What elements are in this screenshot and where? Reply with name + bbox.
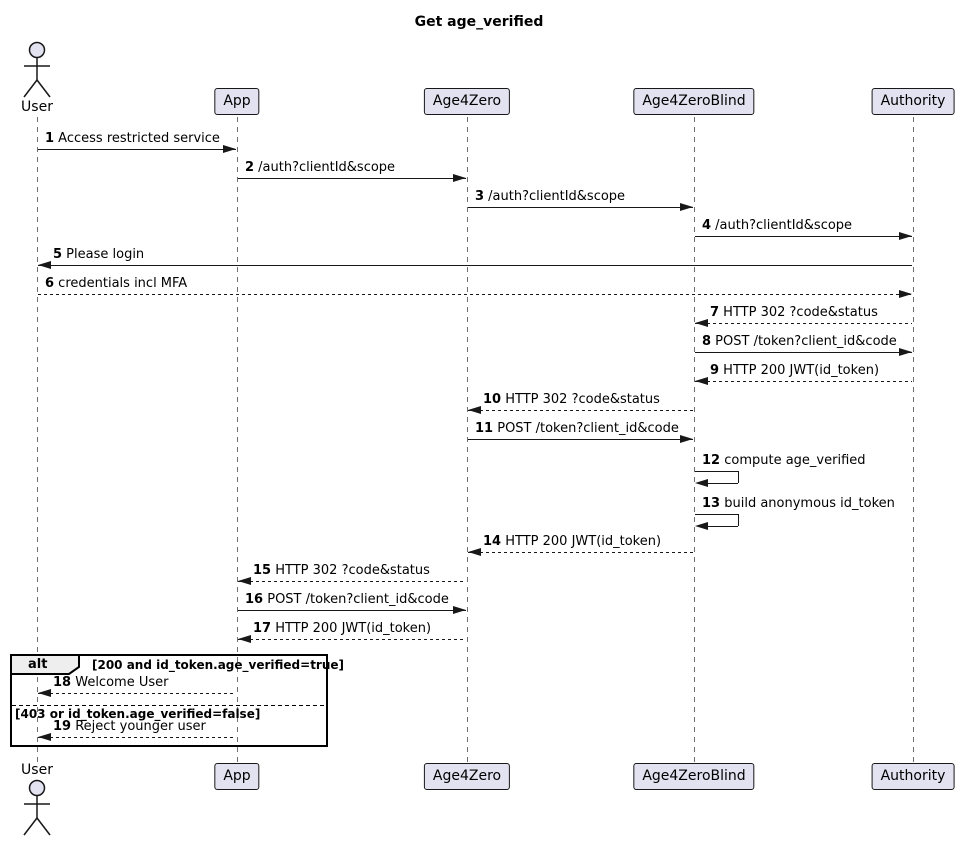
- alt-guard-false: [403 or id_token.age_verified=false]: [15, 707, 261, 721]
- arrowhead-icon: [238, 577, 251, 585]
- alt-frame: alt [200 and id_token.age_verified=true]…: [10, 654, 344, 747]
- message-label: 15 HTTP 302 ?code&status: [253, 563, 430, 578]
- participant-box-Age4Zero: Age4Zero: [423, 763, 511, 790]
- message-label: 12 compute age_verified: [702, 453, 866, 468]
- message-line-return: [738, 471, 739, 483]
- message-label: 16 POST /token?client_id&code: [245, 592, 449, 607]
- arrowhead-icon: [680, 435, 693, 443]
- actor-icon: [23, 41, 51, 98]
- participant-box-Authority: Authority: [871, 88, 955, 115]
- message-line: [38, 149, 236, 150]
- arrowhead-icon: [453, 606, 466, 614]
- lifeline-Authority: [912, 117, 914, 763]
- message-label: 14 HTTP 200 JWT(id_token): [483, 534, 662, 549]
- arrowhead-icon: [238, 635, 251, 643]
- participant-box-App: App: [214, 88, 260, 115]
- arrowhead-icon: [695, 319, 708, 327]
- arrowhead-icon: [680, 203, 693, 211]
- message-label: 2 /auth?clientId&scope: [245, 160, 396, 175]
- message-line: [38, 265, 912, 266]
- message-line: [695, 514, 738, 515]
- message-line: [468, 439, 693, 440]
- message-label: 6 credentials incl MFA: [45, 276, 188, 291]
- lifeline-Age4ZeroBlind: [693, 117, 695, 763]
- arrowhead-icon: [223, 145, 236, 153]
- message-line: [238, 610, 466, 611]
- participant-label-User: User: [21, 99, 53, 115]
- alt-guard-true: [200 and id_token.age_verified=true]: [92, 658, 345, 672]
- alt-frame-label: alt: [28, 657, 48, 672]
- message-label: 9 HTTP 200 JWT(id_token): [710, 363, 880, 378]
- arrowhead-icon: [899, 232, 912, 240]
- message-label: 19 Reject younger user: [53, 719, 206, 734]
- message-line: [695, 236, 912, 237]
- message-line: [695, 352, 912, 353]
- message-label: 4 /auth?clientId&scope: [702, 218, 853, 233]
- message-line: [468, 410, 693, 411]
- participant-label-User: User: [21, 762, 53, 778]
- message-line-bottom: [700, 526, 738, 527]
- lifeline-App: [236, 117, 238, 763]
- message-line: [468, 552, 693, 553]
- message-line: [468, 207, 693, 208]
- message-line: [238, 178, 466, 179]
- message-line: [38, 737, 236, 738]
- message-line: [238, 639, 466, 640]
- arrowhead-icon: [695, 522, 708, 530]
- participant-box-Age4ZeroBlind: Age4ZeroBlind: [633, 88, 755, 115]
- message-label: 5 Please login: [53, 247, 145, 262]
- participant-box-Age4ZeroBlind: Age4ZeroBlind: [633, 763, 755, 790]
- arrowhead-icon: [695, 479, 708, 487]
- alt-header-icon: [10, 654, 80, 675]
- lifeline-User: [36, 117, 38, 763]
- message-line: [695, 471, 738, 472]
- message-label: 17 HTTP 200 JWT(id_token): [253, 621, 432, 636]
- message-label: 11 POST /token?client_id&code: [475, 421, 679, 436]
- arrowhead-icon: [899, 348, 912, 356]
- lifeline-Age4Zero: [466, 117, 468, 763]
- arrowhead-icon: [453, 174, 466, 182]
- message-label: 18 Welcome User: [53, 675, 169, 690]
- participant-box-App: App: [214, 763, 260, 790]
- arrowhead-icon: [38, 261, 51, 269]
- message-label: 3 /auth?clientId&scope: [475, 189, 626, 204]
- message-label: 13 build anonymous id_token: [702, 496, 895, 511]
- arrowhead-icon: [899, 290, 912, 298]
- alt-divider: [12, 705, 326, 706]
- participant-box-Authority: Authority: [871, 763, 955, 790]
- message-line: [38, 693, 236, 694]
- diagram-title: Get age_verified: [414, 14, 544, 30]
- message-label: 8 POST /token?client_id&code: [702, 334, 897, 349]
- message-line-bottom: [700, 483, 738, 484]
- message-line: [695, 381, 912, 382]
- arrowhead-icon: [468, 548, 481, 556]
- arrowhead-icon: [38, 733, 51, 741]
- message-label: 7 HTTP 302 ?code&status: [710, 305, 878, 320]
- message-line: [38, 294, 912, 295]
- message-label: 10 HTTP 302 ?code&status: [483, 392, 660, 407]
- message-line: [695, 323, 912, 324]
- arrowhead-icon: [468, 406, 481, 414]
- message-line-return: [738, 514, 739, 526]
- arrowhead-icon: [695, 377, 708, 385]
- message-line: [238, 581, 466, 582]
- actor-icon: [23, 779, 51, 836]
- message-label: 1 Access restricted service: [45, 131, 220, 146]
- arrowhead-icon: [38, 689, 51, 697]
- participant-box-Age4Zero: Age4Zero: [423, 88, 511, 115]
